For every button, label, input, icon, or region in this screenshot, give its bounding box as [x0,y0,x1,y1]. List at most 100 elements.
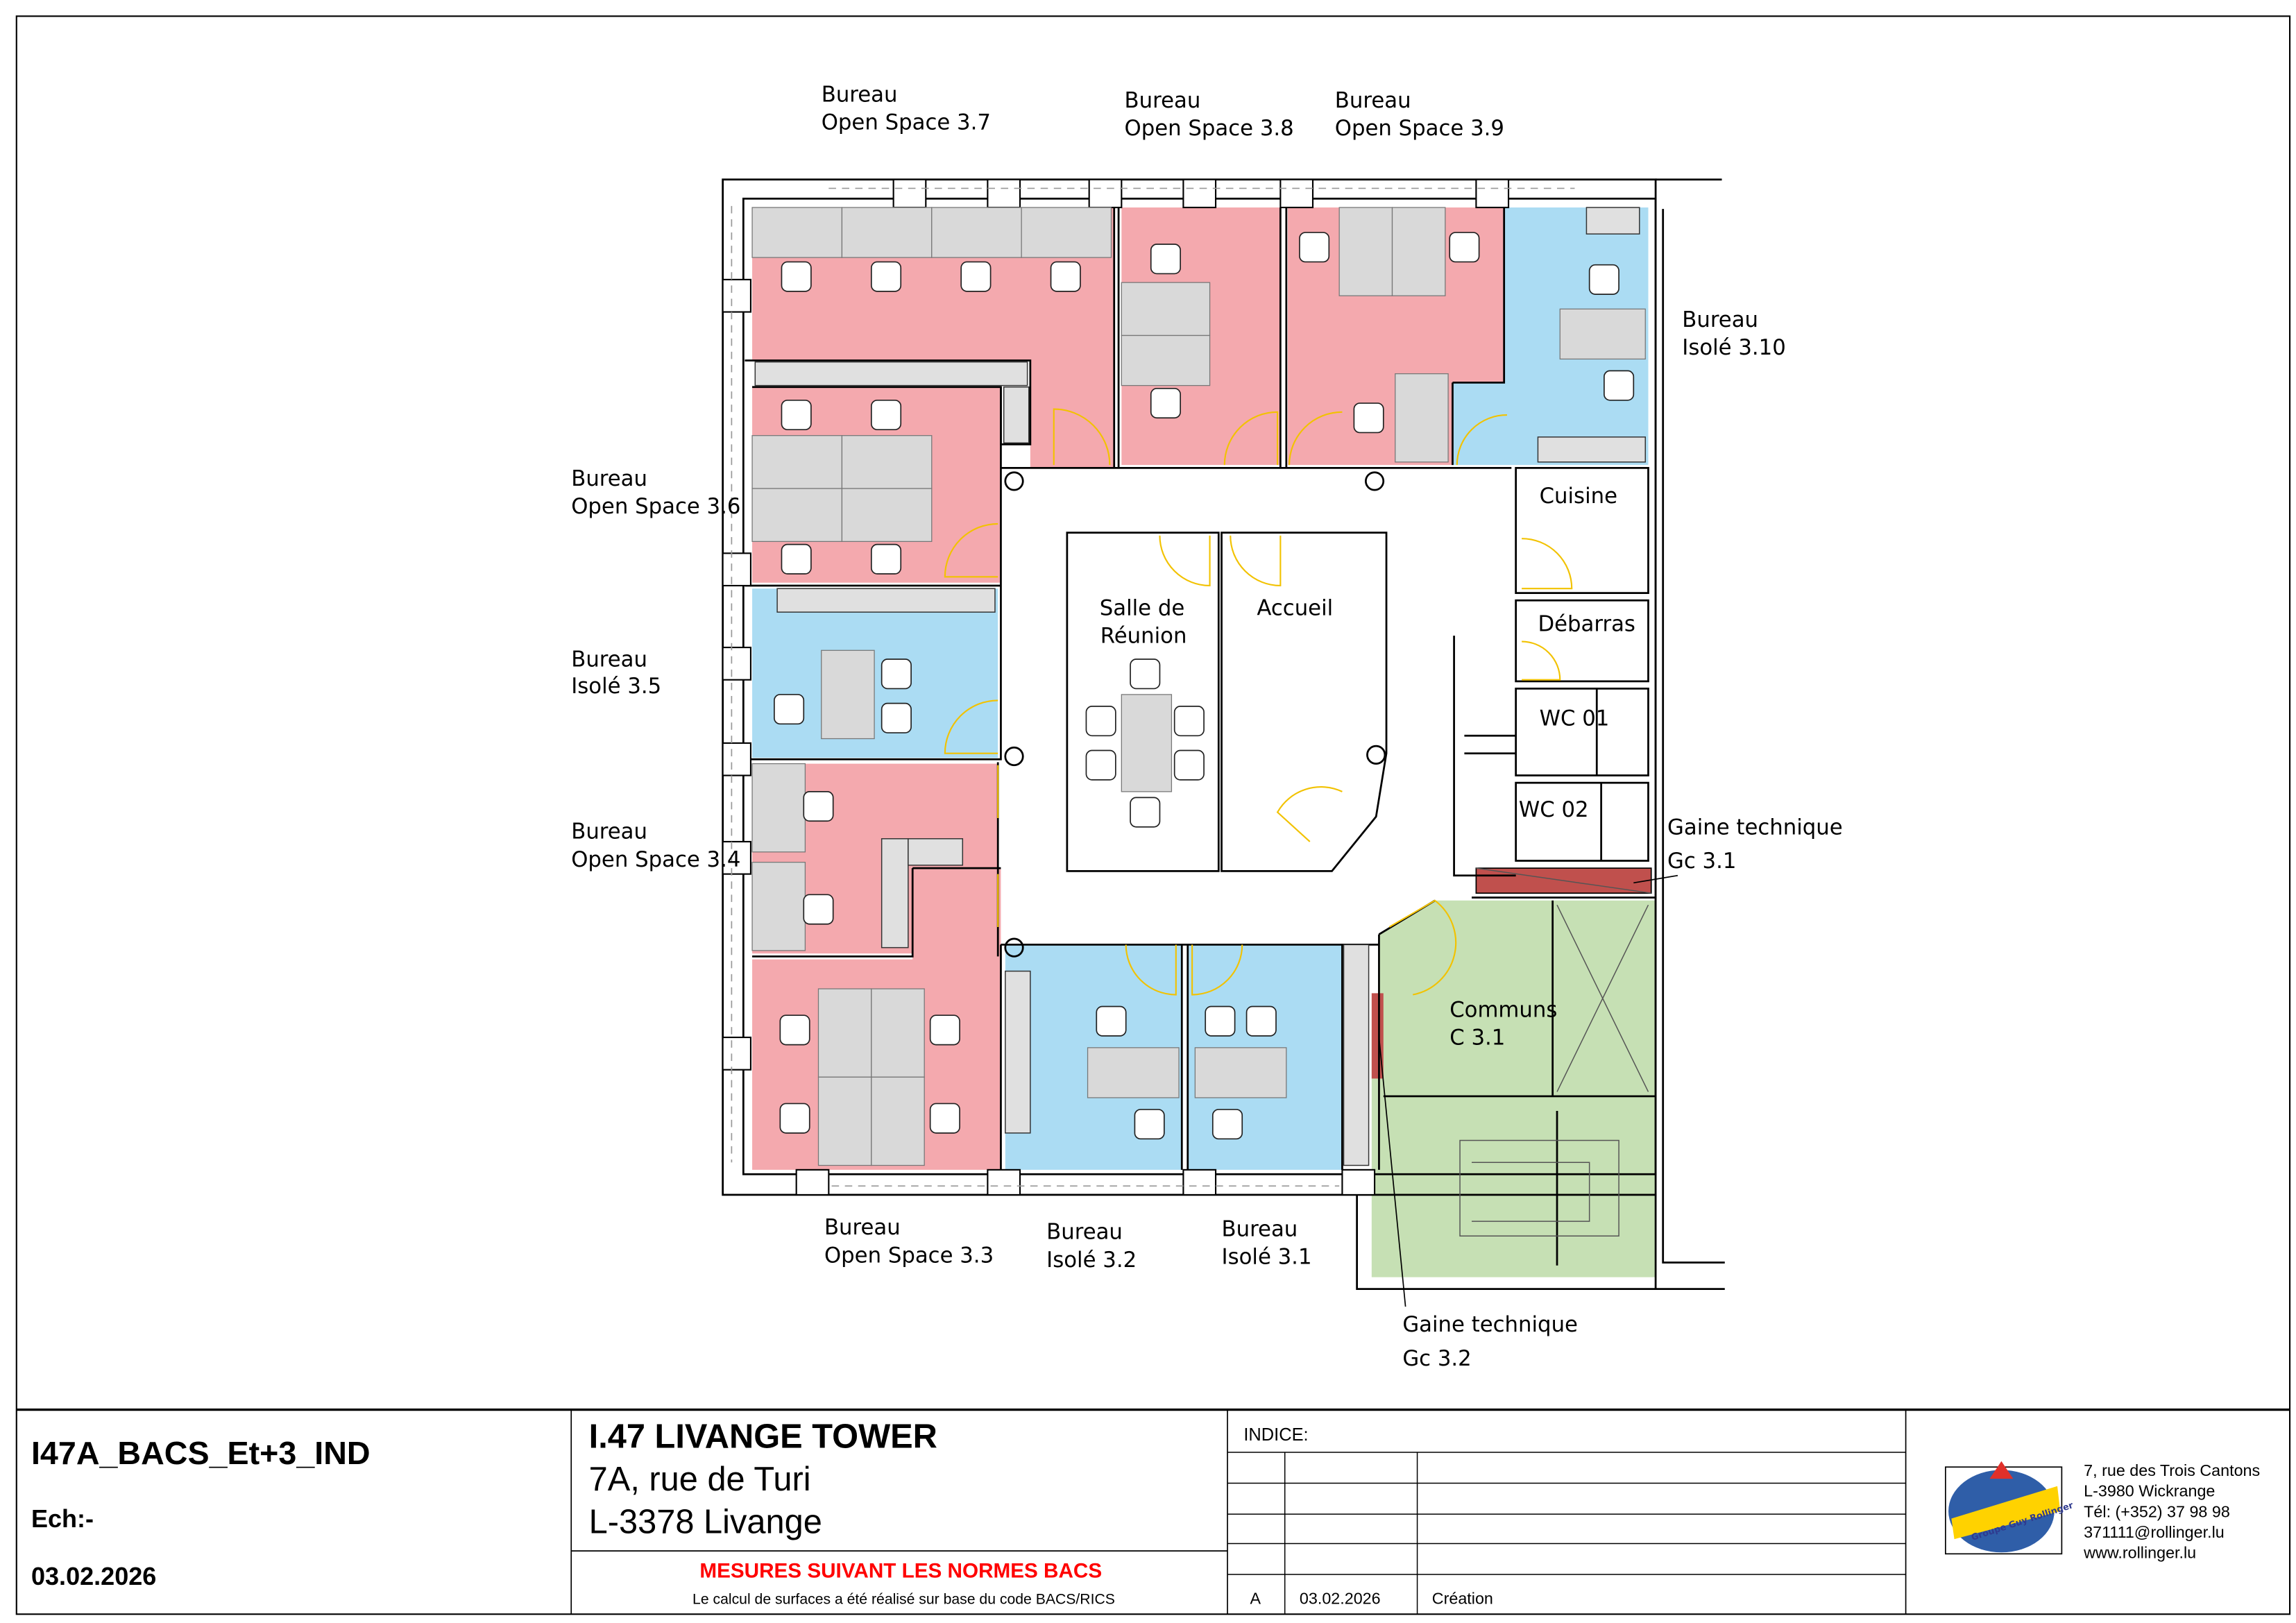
label-gc31-line1: Gaine technique [1667,815,1843,840]
revision-date: 03.02.2026 [1300,1589,1381,1607]
desk [751,207,843,258]
label-debarras: Débarras [1538,612,1635,637]
chair [1205,1005,1236,1037]
chair [1588,264,1619,295]
chair [870,261,902,292]
label-is35-line2: Isolé 3.5 [571,674,661,699]
label-os33-line2: Open Space 3.3 [824,1243,994,1268]
company-email[interactable]: 371111@rollinger.lu [2084,1523,2225,1541]
label-wc01: WC 01 [1540,706,1610,731]
label-is31-line1: Bureau [1222,1216,1298,1241]
chair [1150,244,1182,275]
label-reunion-line1: Salle de [1100,595,1185,620]
desk [841,207,933,258]
label-is35-line1: Bureau [571,647,647,672]
chair [1245,1005,1277,1037]
chair [1353,402,1384,434]
label-gc32-line2: Gc 3.2 [1402,1346,1471,1371]
label-os37-line2: Open Space 3.7 [822,110,991,135]
desk [1338,207,1393,296]
desk [871,988,925,1078]
desk [1021,207,1112,258]
label-gc32-line1: Gaine technique [1402,1312,1578,1337]
revision-description: Création [1432,1589,1493,1607]
chair [1173,706,1205,737]
desk [751,763,806,853]
indice-label: INDICE: [1243,1425,1308,1445]
chair [1173,749,1205,781]
desk [1121,282,1211,337]
drawing-date: 03.02.2026 [31,1562,156,1590]
label-is32-line2: Isolé 3.2 [1046,1248,1137,1273]
label-is310-line1: Bureau [1682,307,1758,332]
chair [1150,387,1182,419]
company-phone: Tél: (+352) 37 98 98 [2084,1502,2230,1520]
label-os38-line1: Bureau [1125,88,1201,113]
desk [751,488,843,543]
furniture [751,207,1646,1166]
chair [960,261,992,292]
room-open-space-3-7[interactable] [752,207,1114,468]
chair [1449,232,1480,263]
desk [1087,1047,1180,1098]
chair [779,1103,810,1134]
project-name: I.47 LIVANGE TOWER [589,1418,937,1456]
chair [1604,370,1635,401]
label-cuisine: Cuisine [1540,484,1617,509]
chair [881,658,912,690]
chair [781,399,812,431]
project-address-line2: L-3378 Livange [589,1504,822,1541]
room-isole-3-5[interactable] [752,588,998,758]
label-gc31-line2: Gc 3.1 [1667,849,1736,874]
storage-cabinets [754,207,1646,1166]
desk [817,1076,872,1166]
revision-indice: A [1250,1589,1261,1607]
chair [1085,706,1116,737]
label-is31-line2: Isolé 3.1 [1222,1245,1312,1270]
desk [841,435,933,489]
sheet-frame [15,15,2291,1615]
desk [1395,373,1449,463]
room-fills [752,207,1656,1277]
chair [803,894,834,925]
desk [841,488,933,543]
chair [781,261,812,292]
company-street: 7, rue des Trois Cantons [2084,1461,2260,1479]
chair [1130,797,1161,828]
chair [1096,1005,1127,1037]
drawing-scale: Ech:- [31,1504,94,1533]
desk [817,988,872,1078]
norms-note: Le calcul de surfaces a été réalisé sur … [692,1591,1115,1607]
company-city: L-3980 Wickrange [2084,1482,2215,1500]
desk [1121,694,1173,792]
label-os36-line2: Open Space 3.6 [571,494,740,519]
company-logo: Groupe Guy Rollinger [1945,1461,2075,1555]
label-is32-line1: Bureau [1046,1220,1123,1245]
label-os34-line1: Bureau [571,819,647,844]
chair [1050,261,1081,292]
chair [781,543,812,575]
chair [1130,658,1161,690]
room-communs-c-3-1[interactable] [1371,900,1656,1277]
desk [871,1076,925,1166]
chair [929,1103,960,1134]
doors [944,408,1573,996]
chair [774,694,805,725]
label-os34-line2: Open Space 3.4 [571,847,740,872]
desk [1391,207,1446,296]
project-address-line1: 7A, rue de Turi [589,1461,811,1498]
label-os39-line1: Bureau [1335,88,1411,113]
chair [803,791,834,822]
chair [870,399,902,431]
chair [881,702,912,733]
norms-notice: MESURES SUIVANT LES NORMES BACS [699,1559,1102,1582]
label-os33-line1: Bureau [824,1215,901,1240]
label-os36-line1: Bureau [571,466,647,491]
label-accueil: Accueil [1257,595,1333,620]
desk [1559,308,1646,360]
label-communs-line2: C 3.1 [1449,1026,1505,1051]
company-website[interactable]: www.rollinger.lu [2083,1544,2196,1562]
label-os38-line2: Open Space 3.8 [1125,116,1294,141]
chair [1085,749,1116,781]
